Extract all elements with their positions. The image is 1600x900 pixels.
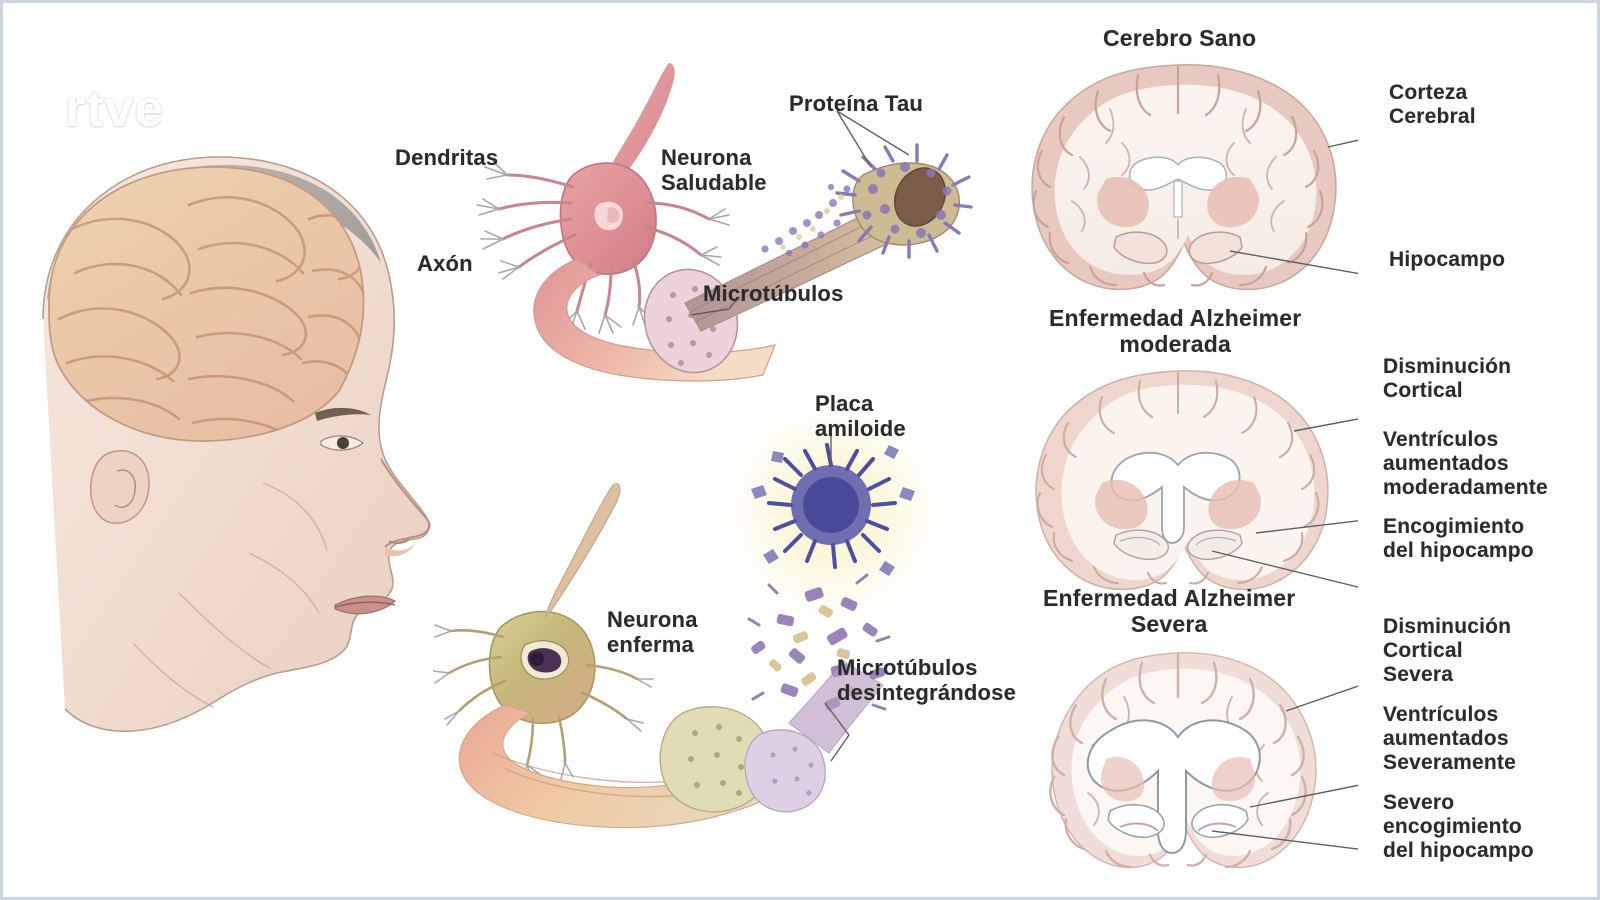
brain-slice-moderate [998,355,1358,600]
label-dendritas: Dendritas [395,145,499,170]
diseased-neuron-illustration [433,393,1053,863]
brain-title-moderate: Enfermedad Alzheimer moderada [1049,305,1302,358]
callout-disminucion-cortical-severa: Disminución Cortical Severa [1383,615,1512,686]
label-proteina-tau: Proteína Tau [789,91,924,116]
elderly-head-brain-illustration [13,123,453,863]
callout-ventriculos-aumentados-severamente: Ventrículos aumentados Severamente [1383,703,1516,774]
callout-severo-encogimiento-hipocampo: Severo encogimiento del hipocampo [1383,791,1534,862]
brain-slice-severe [998,635,1358,883]
label-neurona-enferma: Neurona enferma [607,607,698,658]
brain-slice-healthy [998,51,1358,301]
label-microtubulos: Microtúbulos [703,281,844,306]
healthy-neuron-illustration [423,63,983,403]
rtve-watermark: rtve [65,80,165,138]
label-axon: Axón [417,251,473,276]
label-neurona-saludable: Neurona Saludable [661,145,767,196]
callout-corteza-cerebral: Corteza Cerebral [1389,81,1476,128]
callout-ventriculos-aumentados-moderadamente: Ventrículos aumentados moderadamente [1383,428,1548,499]
brain-title-severe: Enfermedad Alzheimer Severa [1043,585,1296,638]
label-microtubulos-desintegrandose: Microtúbulos desintegrándose [837,655,1017,706]
brain-title-healthy: Cerebro Sano [1103,25,1257,51]
callout-hipocampo: Hipocampo [1389,248,1506,271]
callout-encogimiento-hipocampo: Encogimiento del hipocampo [1383,515,1534,562]
callout-disminucion-cortical: Disminución Cortical [1383,355,1512,402]
label-placa-amiloide: Placa amiloide [815,391,906,442]
